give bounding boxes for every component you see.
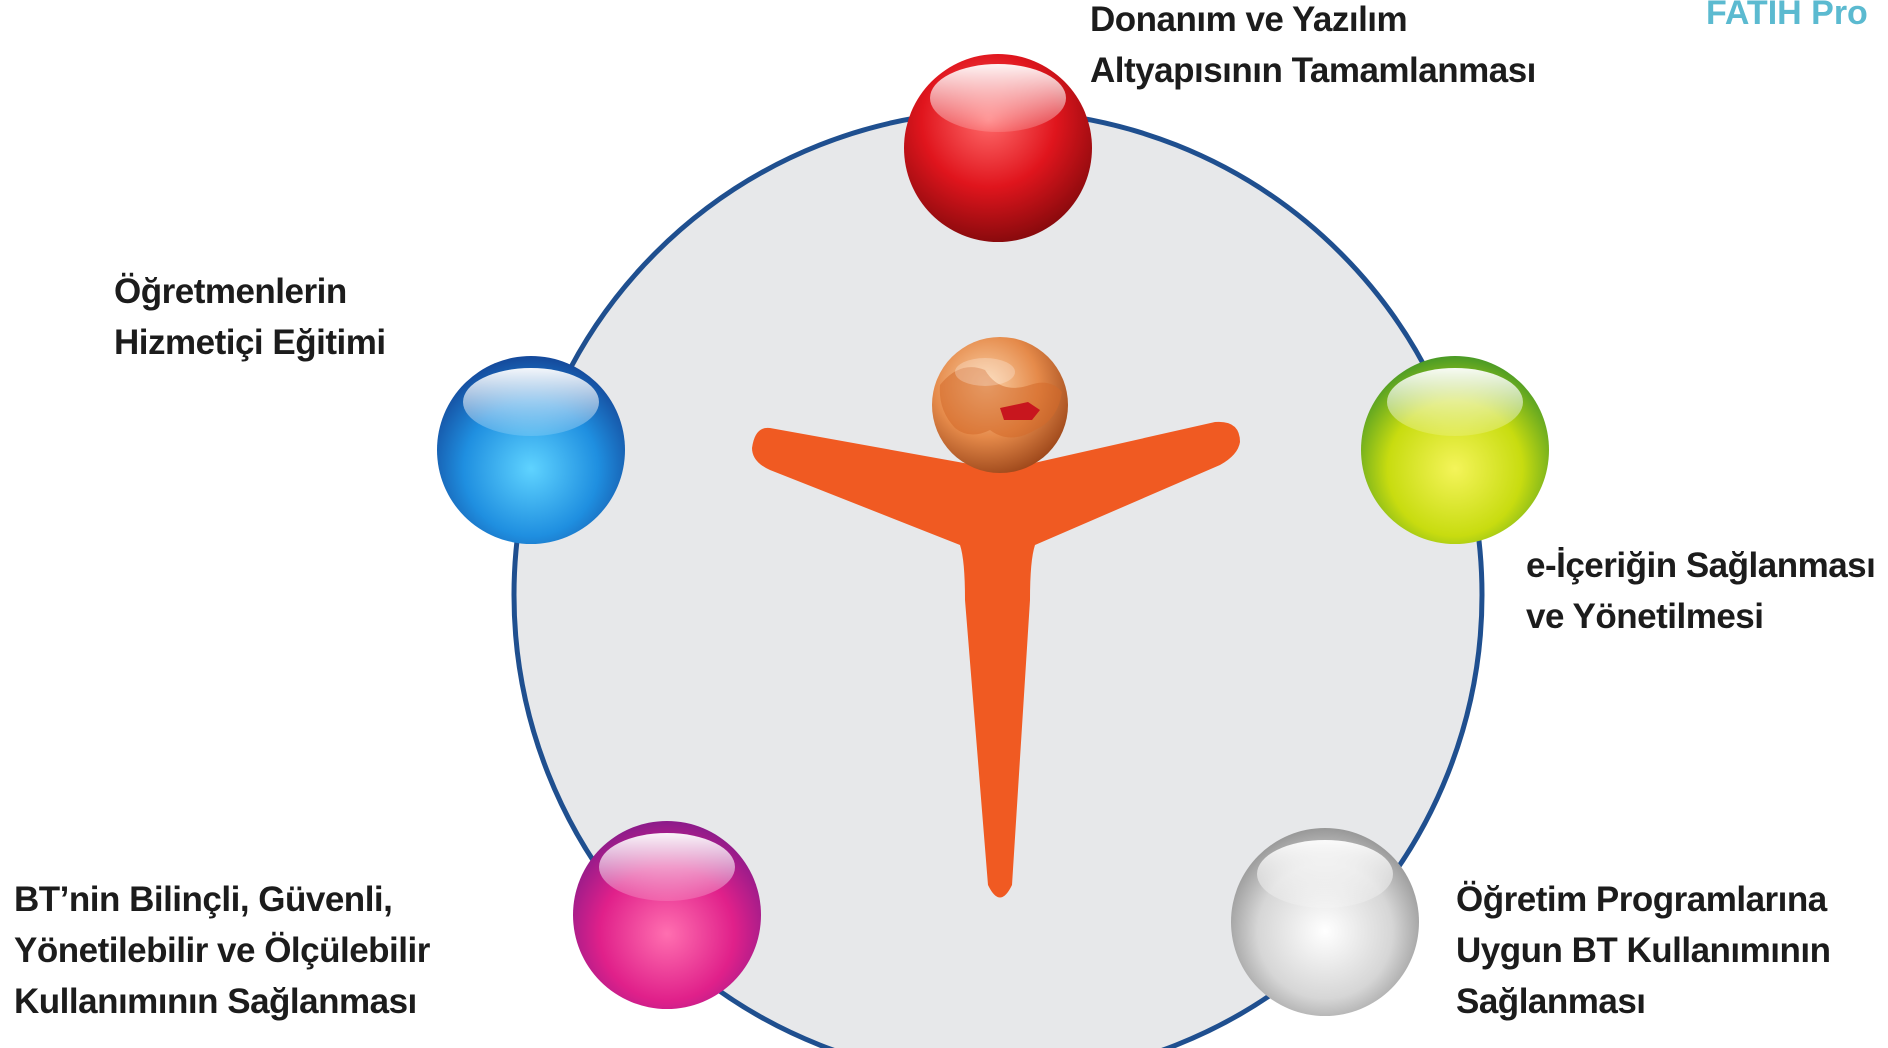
sphere-pink-icon <box>573 821 761 1009</box>
label-line: Donanım ve Yazılım <box>1090 0 1408 39</box>
label-line: Kullanımının Sağlanması <box>14 982 417 1021</box>
label-line: Öğretmenlerin <box>114 272 347 311</box>
label-line: Altyapısının Tamamlanması <box>1090 51 1536 90</box>
label-curriculum: Öğretim Programlarına Uygun BT Kullanımı… <box>1456 874 1831 1027</box>
sphere-red-icon <box>904 54 1092 242</box>
label-line: ve Yönetilmesi <box>1526 597 1764 636</box>
sphere-green-icon <box>1361 356 1549 544</box>
label-line: BT’nin Bilinçli, Güvenli, <box>14 880 393 919</box>
globe-icon <box>932 337 1068 473</box>
label-line: e-İçeriğin Sağlanması <box>1526 546 1876 585</box>
label-teachers: Öğretmenlerin Hizmetiçi Eğitimi <box>114 266 386 368</box>
corner-title: FATİH Pro <box>1706 0 1868 32</box>
label-line: Sağlanması <box>1456 982 1646 1021</box>
figure-icon <box>752 421 1240 898</box>
label-line: Hizmetiçi Eğitimi <box>114 323 386 362</box>
sphere-blue-icon <box>437 356 625 544</box>
label-hardware: Donanım ve Yazılım Altyapısının Tamamlan… <box>1090 0 1536 96</box>
sphere-grey-icon <box>1231 828 1419 1016</box>
label-it-usage: BT’nin Bilinçli, Güvenli, Yönetilebilir … <box>14 874 430 1027</box>
label-line: Uygun BT Kullanımının <box>1456 931 1831 970</box>
label-econtent: e-İçeriğin Sağlanması ve Yönetilmesi <box>1526 540 1876 642</box>
label-line: Yönetilebilir ve Ölçülebilir <box>14 931 430 970</box>
label-line: Öğretim Programlarına <box>1456 880 1827 919</box>
